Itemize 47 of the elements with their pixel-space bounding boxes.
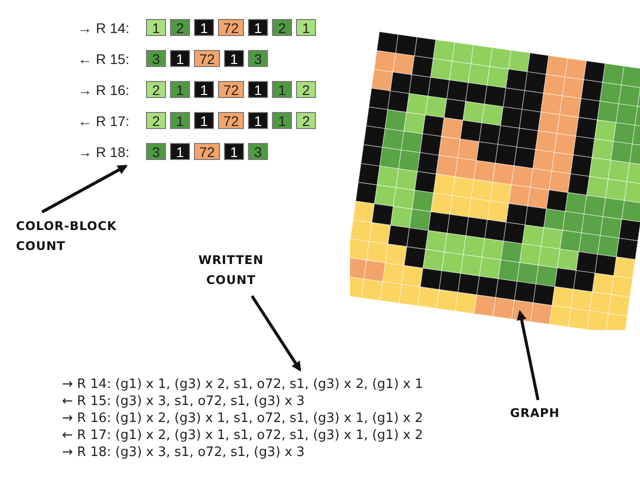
stitch-count: 2	[296, 112, 316, 129]
stitch-count: 72	[194, 50, 220, 67]
stitch-count: 72	[194, 143, 220, 160]
arrow	[41, 164, 128, 214]
stitch-count: 1	[170, 50, 190, 67]
stitch-count: 1	[248, 81, 268, 98]
callout-label: COLOR-BLOCK COUNT	[16, 216, 126, 256]
stitch-count: 2	[296, 81, 316, 98]
stitch-count: 2	[170, 19, 190, 36]
stitch-count: 1	[194, 81, 214, 98]
stitch-count: 1	[272, 112, 292, 129]
row-label: ← R 17:	[78, 112, 130, 131]
row-label: → R 16:	[78, 81, 130, 100]
written-row-count: → R 16: (g1) x 2, (g3) x 1, s1, o72, s1, (g3) x 1, (g1) x 2	[62, 410, 423, 427]
row-label: → R 14:	[78, 19, 130, 38]
row-label: → R 18:	[78, 143, 130, 162]
written-row-count: ← R 17: (g1) x 2, (g3) x 1, s1, o72, s1, (g3) x 1, (g1) x 2	[62, 427, 423, 444]
row-label: ← R 15:	[78, 50, 130, 69]
stitch-count: 1	[272, 81, 292, 98]
stitch-count: 2	[272, 19, 292, 36]
stitch-count: 3	[248, 143, 268, 160]
stitch-count: 2	[146, 112, 166, 129]
stitch-count: 1	[224, 143, 244, 160]
stitch-count: 72	[218, 81, 244, 98]
stitch-count: 1	[146, 19, 166, 36]
stitch-count: 3	[146, 50, 166, 67]
stitch-count: 1	[248, 19, 268, 36]
stitch-count: 1	[224, 50, 244, 67]
stitch-count: 1	[170, 81, 190, 98]
graph-callout-label: GRAPH	[510, 403, 570, 423]
stitch-count: 72	[218, 19, 244, 36]
callout-label: WRITTEN COUNT	[186, 250, 276, 290]
stitch-count: 1	[170, 112, 190, 129]
stitch-count: 72	[218, 112, 244, 129]
stitch-count: 1	[248, 112, 268, 129]
stitch-count: 1	[296, 19, 316, 36]
stitch-count: 1	[170, 143, 190, 160]
stitch-count: 1	[194, 19, 214, 36]
arrow	[516, 310, 540, 400]
stitch-count: 1	[194, 112, 214, 129]
arrow	[250, 295, 302, 372]
written-row-count: ← R 15: (g3) x 3, s1, o72, s1, (g3) x 3	[62, 393, 305, 410]
stitch-count: 2	[146, 81, 166, 98]
written-row-count: → R 14: (g1) x 1, (g3) x 2, s1, o72, s1, (g3) x 2, (g1) x 1	[62, 376, 423, 393]
stitch-count: 3	[248, 50, 268, 67]
written-row-count: → R 18: (g3) x 3, s1, o72, s1, (g3) x 3	[62, 444, 305, 461]
stitch-count: 3	[146, 143, 166, 160]
